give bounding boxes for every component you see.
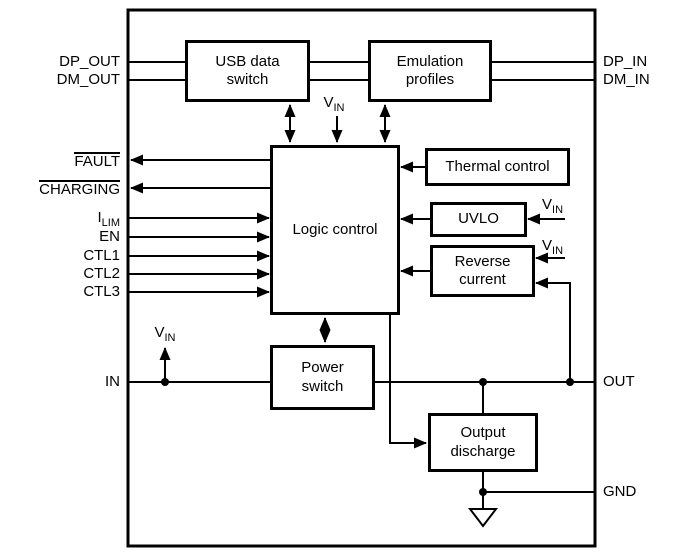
block-thermal-control: Thermal control <box>425 148 570 186</box>
junction-out-reverse <box>566 378 574 386</box>
block-reverse-current-line1: Reverse <box>454 252 511 270</box>
pin-label-ctl2: CTL2 <box>83 265 120 282</box>
pin-label-ilim-base: I <box>97 209 102 226</box>
pin-label-ctl3: CTL3 <box>83 283 120 300</box>
pin-label-in: IN <box>105 373 120 390</box>
block-power-switch-line2: switch <box>301 377 344 395</box>
pin-label-dp-in: DP_IN <box>603 53 648 70</box>
vin-label-reverse: VIN <box>542 236 578 257</box>
vin-label-uvlo: VIN <box>542 195 578 216</box>
junction-out-discharge <box>479 378 487 386</box>
pin-label-ctl1: CTL1 <box>83 247 120 264</box>
vin-label-logic-base: V <box>323 94 334 111</box>
vin-label-reverse-sub: IN <box>552 245 564 257</box>
pin-label-fault-text: FAULT <box>74 152 120 170</box>
block-logic-control: Logic control <box>270 145 400 315</box>
block-power-switch-line1: Power <box>301 359 344 377</box>
pin-label-ilim-sub: LIM <box>101 217 120 229</box>
vin-label-in-sub: IN <box>164 332 176 344</box>
chip-boundary <box>126 8 597 548</box>
block-output-discharge-line2: discharge <box>450 442 516 460</box>
block-usb-data-switch-line2: switch <box>226 71 269 88</box>
wire-out-reverse <box>535 277 571 382</box>
block-output-discharge: Output discharge <box>428 413 538 472</box>
block-emulation-profiles-line2: profiles <box>405 71 455 88</box>
vin-label-logic: VIN <box>316 93 352 114</box>
ground-symbol <box>467 508 499 528</box>
block-usb-data-switch: USB data switch <box>185 40 310 102</box>
vin-label-uvlo-sub: IN <box>552 204 564 216</box>
pin-label-fault: FAULT <box>14 150 120 170</box>
block-thermal-control-line1: Thermal control <box>445 157 550 175</box>
block-reverse-current-line2: current <box>459 271 506 288</box>
pin-label-out: OUT <box>603 373 635 390</box>
pin-label-en: EN <box>99 228 120 245</box>
pin-label-dm-in: DM_IN <box>603 71 650 88</box>
block-emulation-profiles: Emulation profiles <box>368 40 492 102</box>
junction-dots <box>161 378 574 496</box>
block-reverse-current: Reverse current <box>430 245 535 297</box>
block-logic-control-line1: Logic control <box>292 220 378 238</box>
block-uvlo-line1: UVLO <box>458 210 499 228</box>
vin-label-logic-sub: IN <box>333 102 345 114</box>
block-usb-data-switch-line1: USB data <box>215 52 280 70</box>
pin-label-dp-out: DP_OUT <box>59 53 120 70</box>
pin-label-charging-text: CHARGING <box>39 180 120 198</box>
vin-label-uvlo-base: V <box>542 196 553 213</box>
block-emulation-profiles-line1: Emulation <box>396 52 464 70</box>
pin-label-dm-out: DM_OUT <box>56 71 120 88</box>
vin-label-in-base: V <box>154 324 165 341</box>
block-power-switch: Power switch <box>270 345 375 410</box>
vin-label-reverse-base: V <box>542 237 553 254</box>
block-uvlo: UVLO <box>430 202 527 237</box>
junction-in-vin <box>161 378 169 386</box>
block-output-discharge-line1: Output <box>460 424 506 442</box>
pin-label-gnd: GND <box>603 483 637 500</box>
pin-label-charging: CHARGING <box>14 178 120 198</box>
vin-label-in: VIN <box>147 323 183 344</box>
pin-label-ilim: ILIM <box>14 208 120 229</box>
junction-gnd <box>479 488 487 496</box>
wire-logic-discharge <box>389 315 427 449</box>
